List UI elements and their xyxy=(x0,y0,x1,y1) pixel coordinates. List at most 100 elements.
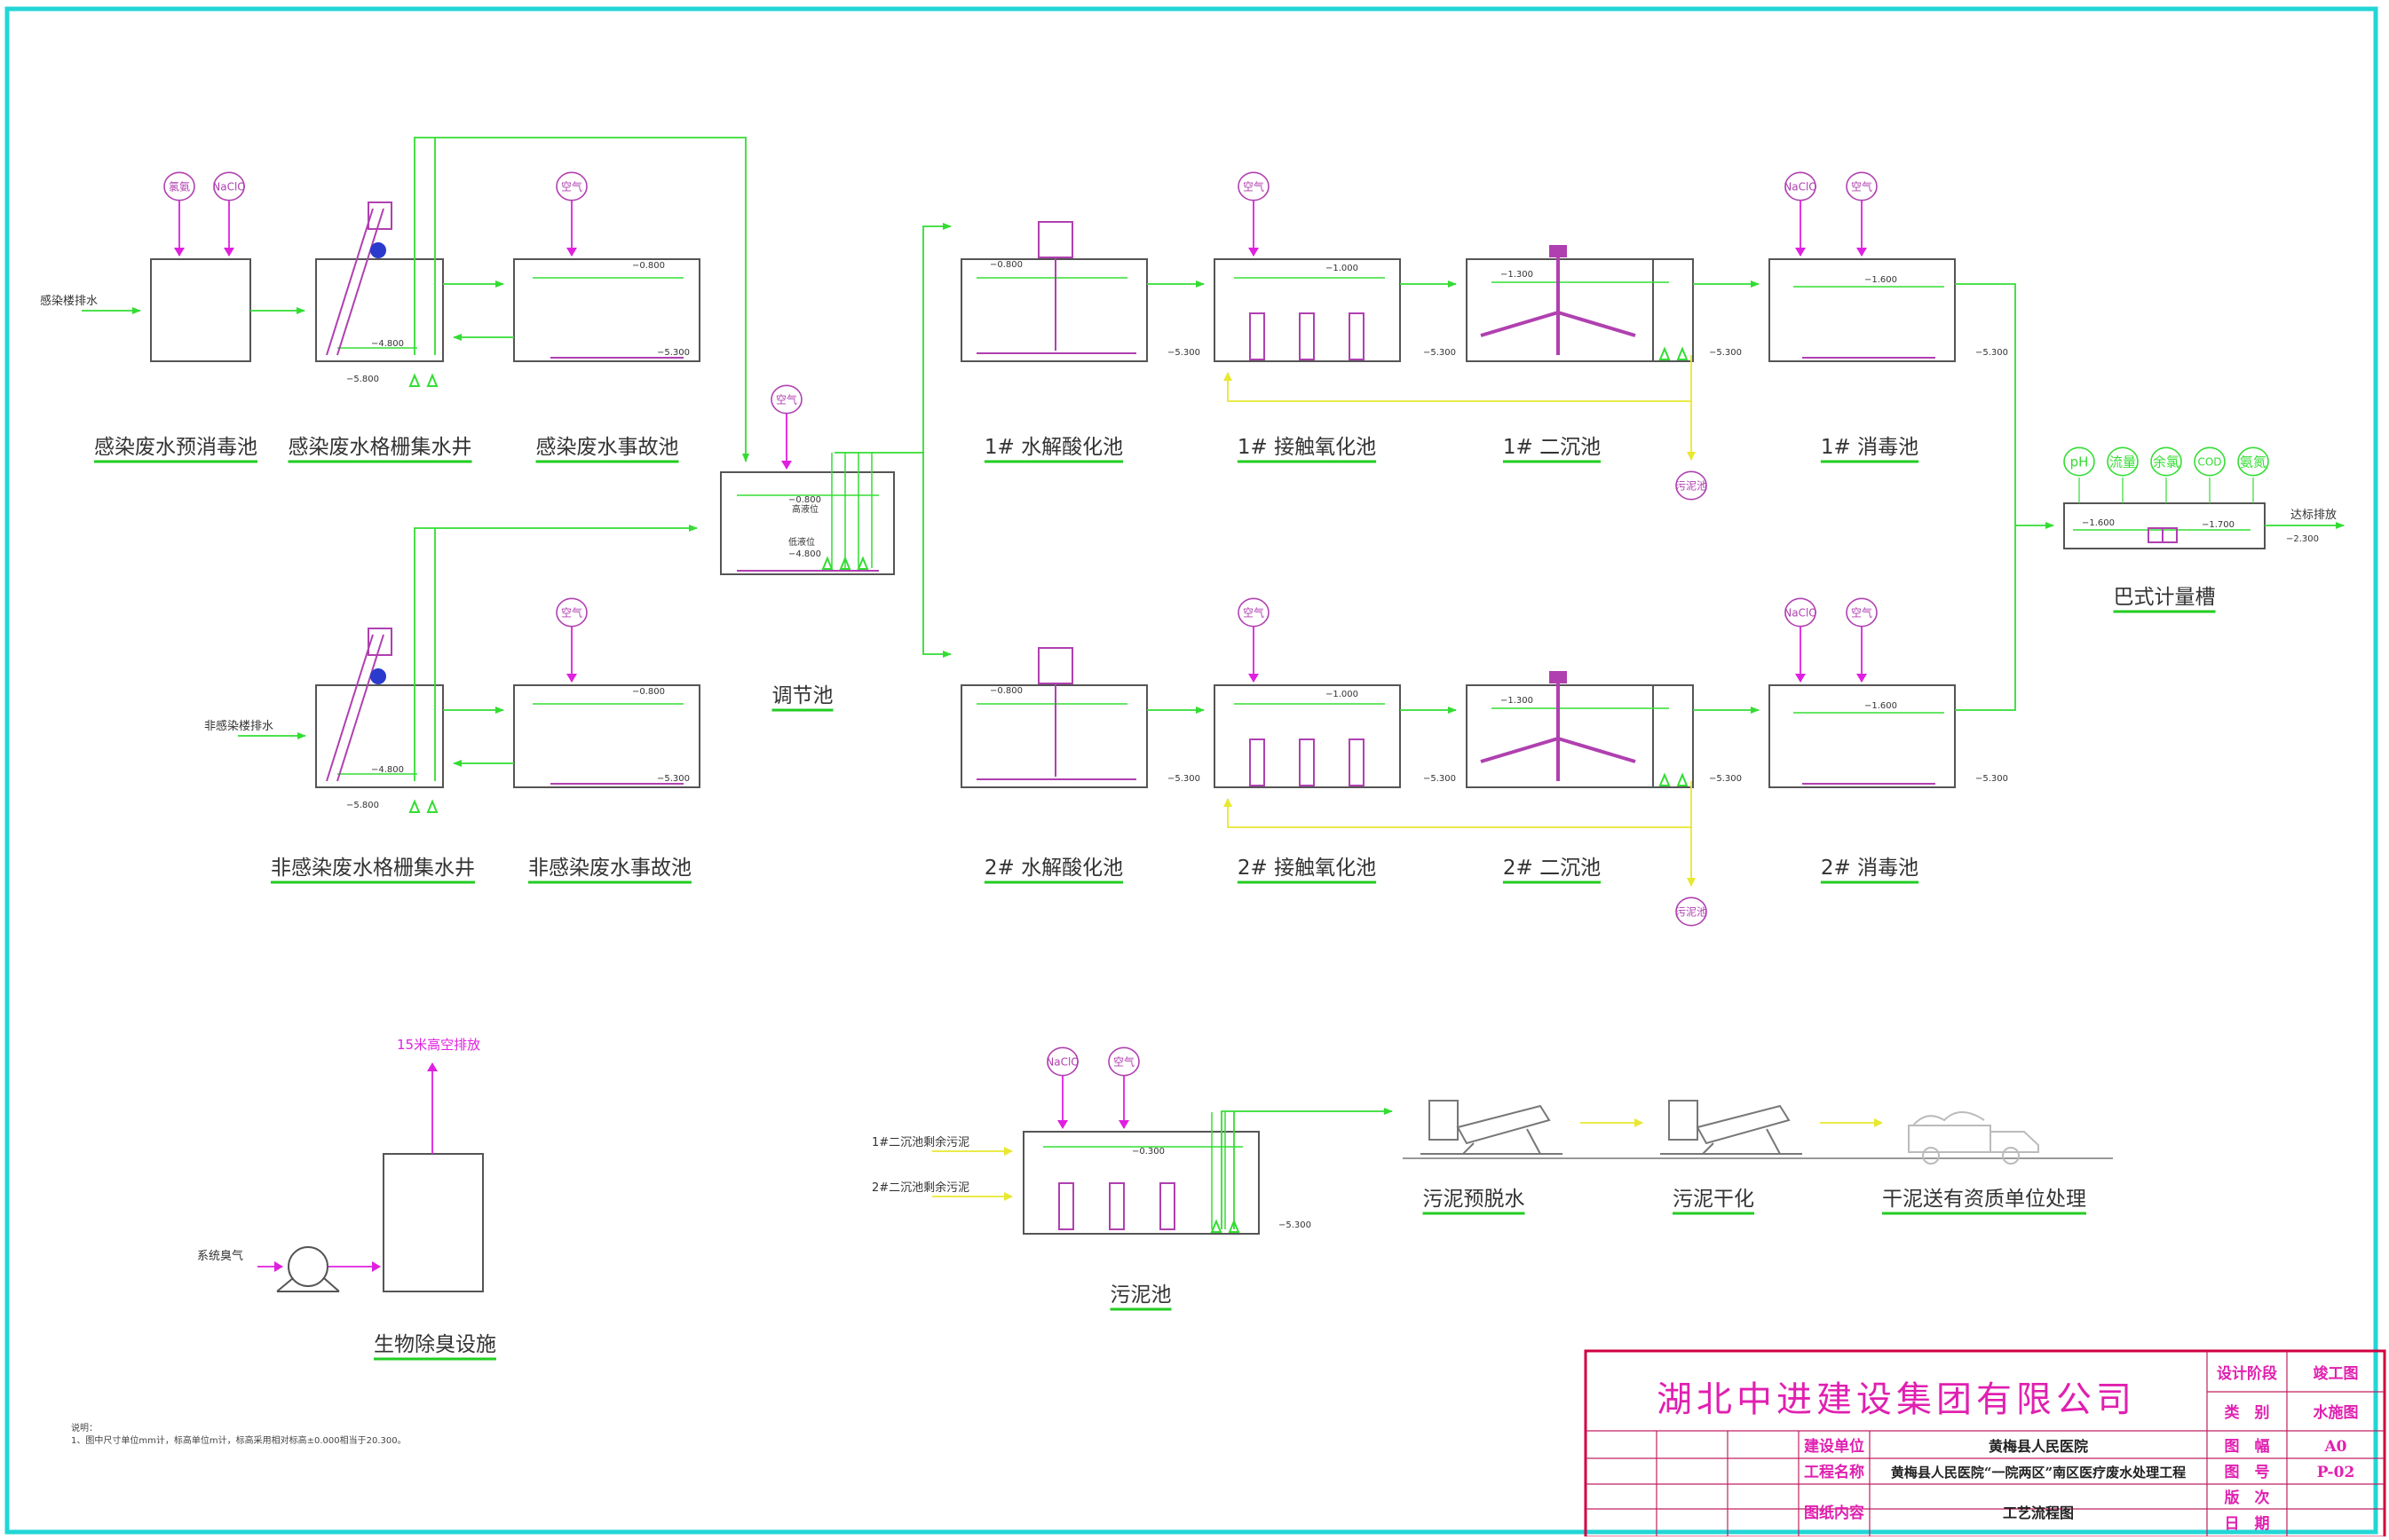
svg-text:−4.800: −4.800 xyxy=(371,339,404,349)
monitor-0-bubble-text: pH xyxy=(2070,454,2089,470)
air-bubble-text: 空气 xyxy=(561,605,582,619)
monitor-1-bubble-text: 流量 xyxy=(2109,454,2136,470)
label-grille-well: 感染废水格栅集水井 xyxy=(289,436,472,459)
label-sludge-tank: 污泥池 xyxy=(1111,1283,1172,1307)
svg-text:−5.300: −5.300 xyxy=(657,774,690,784)
svg-text:−1.600: −1.600 xyxy=(1864,275,1897,285)
monitor-4-bubble: 氨氮 xyxy=(2237,446,2269,477)
monitor-2-bubble-text: 余氯 xyxy=(2153,454,2179,470)
label-nonin-grille: 非感染废水格栅集水井 xyxy=(271,857,475,880)
sludge-pool-bubble-text: 污泥池 xyxy=(1675,479,1707,492)
label-deodor: 生物除臭设施 xyxy=(374,1333,496,1356)
sheet-frame xyxy=(4,6,2378,1535)
label-parshall: 巴式计量槽 xyxy=(2114,586,2216,609)
air-bubble: 空气 xyxy=(771,384,803,415)
svg-text:高液位: 高液位 xyxy=(792,503,819,515)
tb-number-label: 图 号 xyxy=(2225,1464,2270,1481)
monitor-0-bubble: pH xyxy=(2063,446,2095,477)
noninfected-inlet-text: 非感染楼排水 xyxy=(204,719,273,733)
secondary1-pool xyxy=(1466,258,1694,362)
tb-number-value: P-02 xyxy=(2317,1464,2355,1481)
tb-date-label: 日 期 xyxy=(2225,1515,2270,1533)
svg-text:−5.300: −5.300 xyxy=(1975,774,2008,784)
monitor-2-bubble: 余氯 xyxy=(2150,446,2182,477)
svg-text:−0.800: −0.800 xyxy=(632,261,665,271)
svg-text:−5.300: −5.300 xyxy=(1423,348,1456,358)
air-bubble: 空气 xyxy=(1108,1046,1140,1077)
air-bubble: 空气 xyxy=(1846,171,1878,201)
tb-stage-label: 设计阶段 xyxy=(2217,1364,2277,1383)
tb-project-label: 工程名称 xyxy=(1804,1463,1864,1481)
label-contact1: 1# 接触氧化池 xyxy=(1238,436,1376,459)
title-block: 湖北中进建设集团有限公司 设计阶段 竣工图 类 别 水施图 图 幅 A0 图 号… xyxy=(1584,1349,2386,1539)
sludge-pool xyxy=(1023,1131,1260,1235)
label-sludge-out: 干泥送有资质单位处理 xyxy=(1882,1188,2086,1211)
air-bubble: 空气 xyxy=(1238,597,1270,628)
naclo-bubble: NaClO xyxy=(1046,1046,1080,1077)
svg-text:−1.600: −1.600 xyxy=(1864,701,1897,711)
naclo-bubble: NaClO xyxy=(1784,597,1817,628)
svg-text:−0.800: −0.800 xyxy=(788,495,821,505)
svg-text:低液位: 低液位 xyxy=(788,536,815,548)
svg-text:−0.800: −0.800 xyxy=(990,686,1023,696)
tb-project-value: 黄梅县人民医院“一院两区”南区医疗废水处理工程 xyxy=(1891,1465,2186,1481)
svg-text:−5.300: −5.300 xyxy=(1709,348,1742,358)
chlorine-bubble-text: 氯氨 xyxy=(169,180,190,193)
notes-heading: 说明： xyxy=(71,1422,98,1433)
contact1-pool xyxy=(1214,258,1401,362)
infected-inlet-text: 感染楼排水 xyxy=(40,294,98,308)
svg-text:−1.300: −1.300 xyxy=(1500,270,1533,280)
svg-text:−5.300: −5.300 xyxy=(1167,348,1200,358)
svg-text:−5.300: −5.300 xyxy=(1709,774,1742,784)
disinfect2-pool xyxy=(1768,684,1956,788)
svg-text:−1.700: −1.700 xyxy=(2202,520,2235,530)
air-bubble-text: 空气 xyxy=(1851,179,1872,193)
svg-text:−5.300: −5.300 xyxy=(1975,348,2008,358)
secondary2-pool xyxy=(1466,684,1694,788)
svg-text:−0.800: −0.800 xyxy=(632,687,665,697)
grille-well-pool xyxy=(315,258,444,362)
tb-client-value: 黄梅县人民医院 xyxy=(1989,1438,2088,1455)
vent-text: 15米高空排放 xyxy=(397,1037,480,1053)
label-contact2: 2# 接触氧化池 xyxy=(1238,857,1376,880)
air-bubble: 空气 xyxy=(556,597,588,628)
air-bubble-text: 空气 xyxy=(776,392,797,406)
nonin-grille-pool xyxy=(315,684,444,788)
regulating-pool xyxy=(720,471,895,575)
svg-text:−4.800: −4.800 xyxy=(788,549,821,559)
discharge-text: 达标排放 xyxy=(2290,509,2337,522)
sludge-pool-bubble-text: 污泥池 xyxy=(1675,905,1707,918)
hydrolysis2-pool xyxy=(961,684,1148,788)
svg-text:−5.300: −5.300 xyxy=(1278,1220,1311,1230)
svg-text:−1.600: −1.600 xyxy=(2082,518,2115,528)
company-name: 湖北中进建设集团有限公司 xyxy=(1657,1379,2136,1420)
label-secondary2: 2# 二沉池 xyxy=(1503,857,1601,880)
sludge-pool-bubble: 污泥池 xyxy=(1675,896,1707,927)
naclo-bubble-text: NaClO xyxy=(1784,180,1817,193)
svg-text:−2.300: −2.300 xyxy=(2286,534,2319,544)
tb-content-value: 工艺流程图 xyxy=(2003,1504,2074,1521)
hydrolysis1-pool xyxy=(961,258,1148,362)
tb-content-label: 图纸内容 xyxy=(1804,1504,1864,1522)
tb-version-label: 版 次 xyxy=(2225,1489,2270,1507)
accident-pool xyxy=(513,258,700,362)
label-secondary1: 1# 二沉池 xyxy=(1503,436,1601,459)
notes-line1: 1、图中尺寸单位mm计，标高单位m计，标高采用相对标高±0.000相当于20.3… xyxy=(71,1434,407,1446)
monitor-4-bubble-text: 氨氮 xyxy=(2240,454,2266,470)
air-bubble-text: 空气 xyxy=(1851,605,1872,619)
naclo-bubble-text: NaClO xyxy=(1784,606,1817,619)
tb-client-label: 建设单位 xyxy=(1804,1437,1864,1456)
svg-text:−0.800: −0.800 xyxy=(990,260,1023,270)
label-pre-disinfect: 感染废水预消毒池 xyxy=(94,436,257,459)
pre-disinfect-pool xyxy=(150,258,251,362)
label-hydrolysis2: 2# 水解酸化池 xyxy=(985,857,1123,880)
naclo-bubble-text: NaClO xyxy=(1046,1055,1080,1068)
air-bubble-text: 空气 xyxy=(1243,179,1264,193)
tb-size-label: 图 幅 xyxy=(2225,1437,2270,1456)
air-bubble: 空气 xyxy=(556,171,588,201)
air-bubble-text: 空气 xyxy=(1113,1054,1135,1068)
monitor-1-bubble: 流量 xyxy=(2107,446,2139,477)
svg-text:−5.300: −5.300 xyxy=(1167,774,1200,784)
